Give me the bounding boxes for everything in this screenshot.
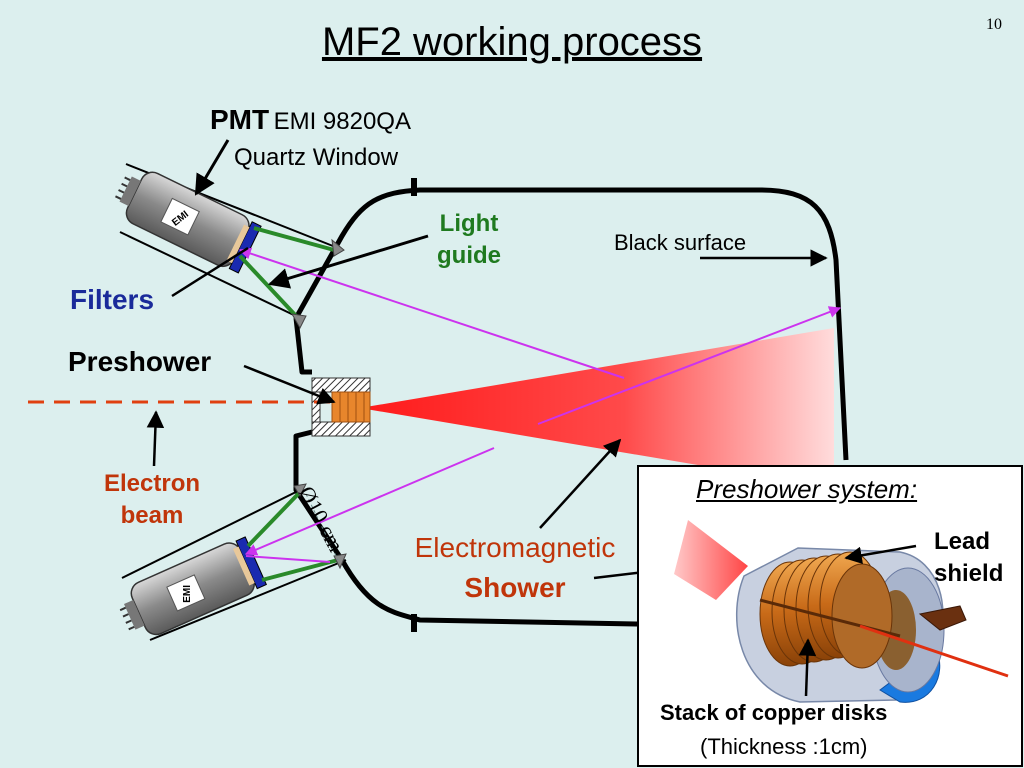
copper-disks-label: Stack of copper disks bbox=[660, 700, 888, 725]
preshower-lead-bottom bbox=[311, 421, 371, 437]
pmt-label-main: PMT bbox=[210, 104, 270, 135]
electron-beam-line1: Electron bbox=[103, 470, 201, 497]
diameter-dimension-line bbox=[305, 493, 339, 561]
lead-shield-label: Lead shield bbox=[934, 526, 1003, 590]
lower-pmt-logo: EMI bbox=[182, 585, 193, 603]
lower-pmt: EMI bbox=[119, 536, 268, 636]
preshower-label: Preshower bbox=[68, 346, 212, 377]
inset-shower-cone bbox=[674, 520, 748, 600]
light-ray-upper bbox=[238, 247, 625, 379]
pmt-model: EMI 9820QA bbox=[273, 108, 411, 135]
lead-shield-arrow bbox=[844, 544, 917, 564]
light-guide-arrow bbox=[267, 234, 429, 289]
quartz-window-label: Quartz Window bbox=[234, 144, 399, 171]
light-ray-lower-guide bbox=[245, 555, 331, 563]
electron-beam-label: Electron beam bbox=[90, 468, 214, 532]
page-number: 10 bbox=[986, 16, 1002, 33]
lead-shield-line1: Lead bbox=[934, 528, 991, 555]
em-shower-arrow bbox=[539, 438, 622, 529]
slide-title: MF2 working process bbox=[321, 20, 703, 64]
filters-label: Filters bbox=[70, 284, 155, 315]
preshower-arrow bbox=[243, 364, 336, 405]
upper-pmt: EMI bbox=[115, 171, 262, 274]
em-shower-line2: Shower bbox=[464, 572, 566, 603]
preshower-cylinder bbox=[735, 547, 1009, 703]
black-surface-label: Black surface bbox=[614, 230, 747, 255]
filters-arrow-upper bbox=[171, 246, 249, 298]
inset-title: Preshower system: bbox=[696, 474, 918, 504]
lower-light-guide-top bbox=[246, 488, 304, 548]
upper-light-guide-bottom bbox=[238, 254, 300, 320]
em-shower-label: Electromagnetic Shower bbox=[390, 528, 640, 608]
thickness-label: (Thickness :1cm) bbox=[700, 734, 868, 759]
upper-light-guide-top bbox=[253, 226, 335, 252]
pmt-arrow bbox=[194, 139, 230, 196]
electron-beam-arrow bbox=[146, 410, 165, 467]
em-shower-cone bbox=[360, 328, 834, 488]
light-ray-lower bbox=[244, 447, 495, 556]
light-guide-line1: Light bbox=[439, 210, 499, 237]
lead-shield-line2: shield bbox=[934, 560, 1004, 587]
light-guide-line2: guide bbox=[437, 242, 501, 269]
light-ray-wall bbox=[537, 306, 842, 425]
light-guide-label: Light guide bbox=[437, 208, 501, 272]
em-shower-line1: Electromagnetic bbox=[414, 532, 616, 563]
electron-beam-line2: beam bbox=[120, 502, 184, 529]
preshower-lead-back bbox=[311, 391, 321, 423]
lower-light-guide-bottom bbox=[261, 558, 339, 582]
copper-disks-arrow bbox=[798, 638, 817, 697]
pmt-label: PMT EMI 9820QA bbox=[210, 104, 411, 136]
preshower-lead-top bbox=[311, 377, 371, 393]
